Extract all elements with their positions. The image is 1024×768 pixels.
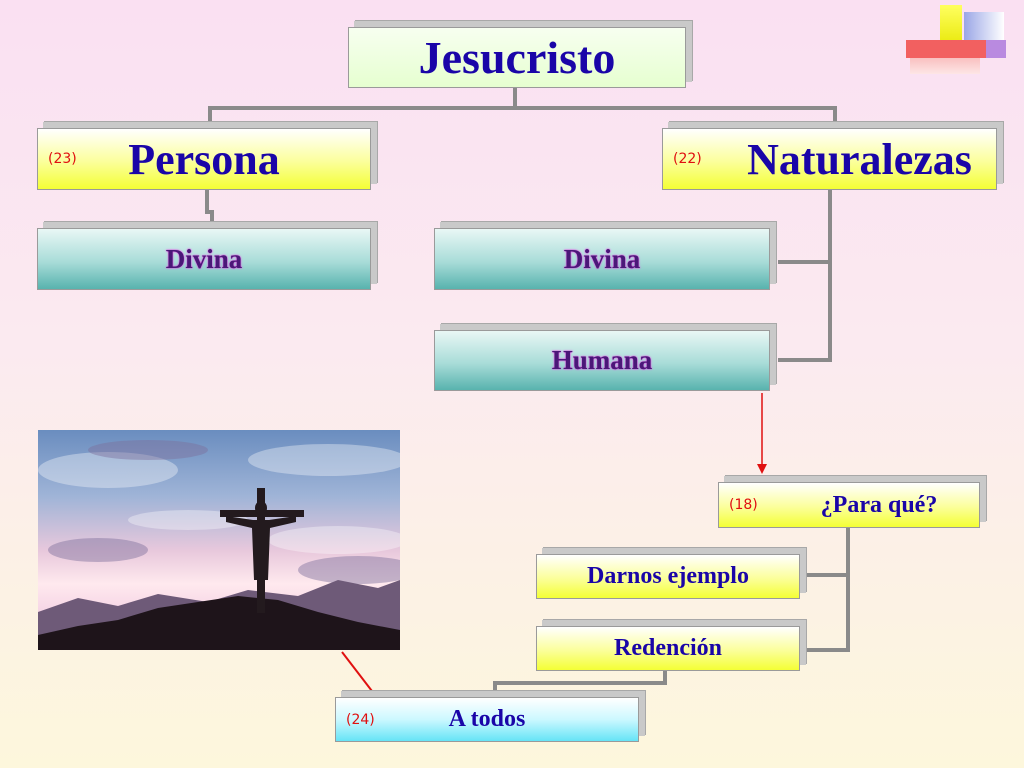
node-persona: (23) Persona	[37, 128, 371, 190]
node-jesucristo: Jesucristo	[348, 27, 686, 88]
node-redencion: Redención	[536, 626, 800, 671]
node-nat-divina: Divina	[434, 228, 770, 290]
node-persona-divina-label: Divina	[165, 243, 243, 274]
node-ejemplo: Darnos ejemplo	[536, 554, 800, 599]
arrow-head	[757, 464, 767, 474]
node-a-todos-label: A todos	[448, 706, 526, 732]
node-nat-divina-label: Divina	[563, 243, 641, 274]
node-para-que-num: (18)	[729, 497, 758, 513]
node-a-todos-num: (24)	[346, 711, 375, 728]
node-para-que-label: ¿Para qué?	[820, 491, 938, 518]
node-para-que: (18) ¿Para qué?	[718, 482, 980, 528]
connector-paraque	[800, 528, 850, 652]
node-naturalezas: (22) Naturalezas	[662, 128, 997, 190]
node-jesucristo-label: Jesucristo	[418, 32, 616, 83]
node-persona-num: (23)	[48, 151, 77, 167]
connector-root	[208, 88, 517, 128]
connector-root-right	[515, 106, 837, 128]
connector-redencion	[493, 671, 667, 697]
node-nat-humana: Humana	[434, 330, 770, 391]
node-nat-humana-label: Humana	[551, 345, 653, 375]
crucifix-photo-art	[38, 440, 400, 650]
node-persona-divina: Divina	[37, 228, 371, 290]
connector-naturalezas	[778, 190, 832, 362]
crucifix-photo	[38, 430, 400, 650]
node-persona-label: Persona	[128, 134, 280, 184]
decorative-logo	[898, 0, 1024, 80]
node-a-todos: (24) A todos	[335, 697, 639, 742]
node-naturalezas-label: Naturalezas	[747, 134, 972, 184]
node-naturalezas-num: (22)	[673, 151, 702, 167]
node-redencion-label: Redención	[614, 635, 722, 661]
node-ejemplo-label: Darnos ejemplo	[587, 563, 749, 589]
photo-link-line	[341, 651, 376, 696]
connector-persona-divina	[205, 190, 214, 225]
